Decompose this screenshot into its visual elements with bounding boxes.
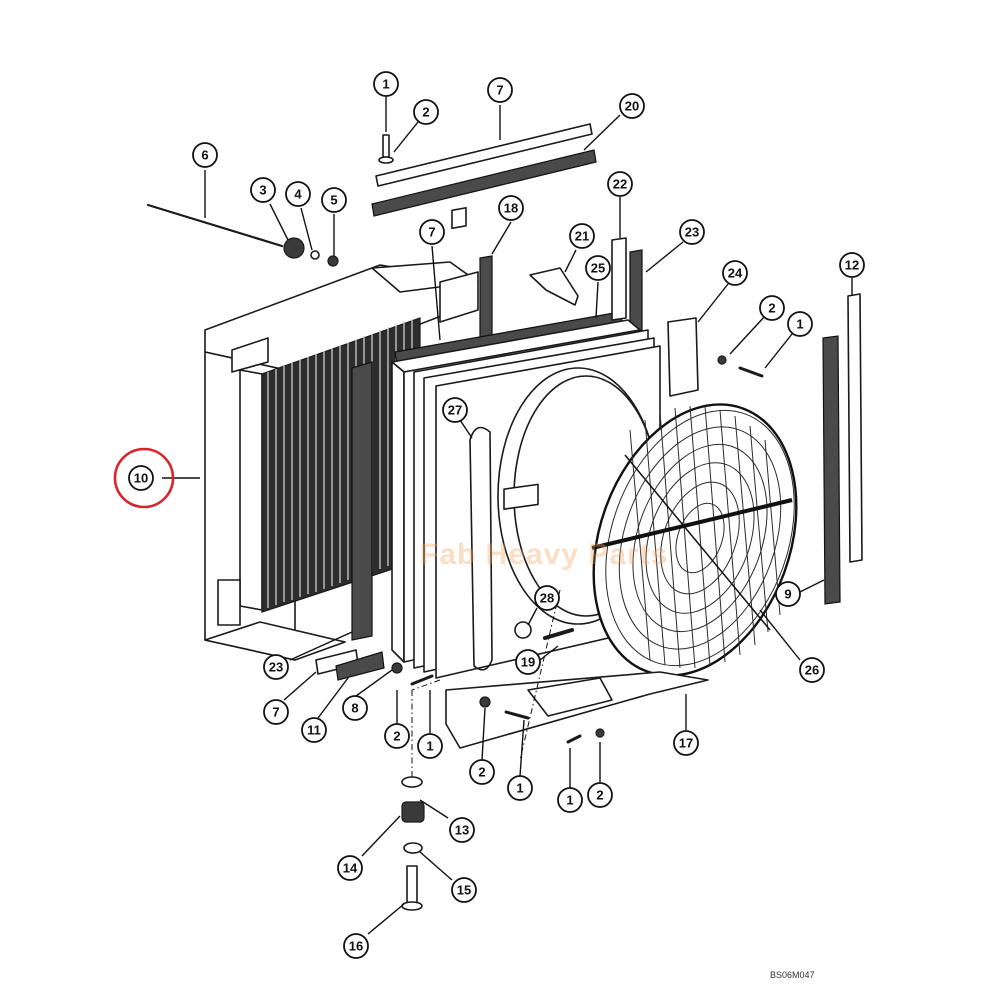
- callout-24[interactable]: 24: [722, 260, 748, 286]
- svg-text:13: 13: [455, 823, 469, 838]
- svg-text:2: 2: [478, 765, 485, 780]
- svg-text:1: 1: [796, 317, 803, 332]
- callout-9[interactable]: 9: [775, 581, 801, 607]
- svg-text:25: 25: [591, 261, 605, 276]
- callout-27[interactable]: 27: [442, 397, 468, 423]
- callout-22[interactable]: 22: [607, 171, 633, 197]
- fasteners: [146, 134, 764, 911]
- callout-1-bottom-b[interactable]: 1: [507, 775, 533, 801]
- watermark-text: Fab Heavy Parts: [420, 538, 669, 571]
- fan-guard: [591, 403, 798, 677]
- svg-text:21: 21: [575, 229, 589, 244]
- callout-3[interactable]: 3: [250, 177, 276, 203]
- lower-mount-bracket: [445, 671, 709, 749]
- svg-text:22: 22: [613, 177, 627, 192]
- reference-code: BS06M047: [770, 970, 815, 980]
- fan-guard-grid: [629, 405, 781, 669]
- svg-text:8: 8: [351, 701, 358, 716]
- callout-7-mid[interactable]: 7: [419, 219, 445, 245]
- svg-text:19: 19: [521, 655, 535, 670]
- svg-text:23: 23: [685, 225, 699, 240]
- callout-21[interactable]: 21: [569, 223, 595, 249]
- callout-2-bottom-a[interactable]: 2: [384, 723, 410, 749]
- callout-7-bottom[interactable]: 7: [263, 699, 289, 725]
- svg-text:4: 4: [294, 187, 302, 202]
- svg-text:2: 2: [393, 729, 400, 744]
- leader-lines: [162, 96, 853, 935]
- svg-text:1: 1: [516, 781, 523, 796]
- callout-8[interactable]: 8: [342, 695, 368, 721]
- svg-text:1: 1: [566, 793, 573, 808]
- svg-text:9: 9: [784, 587, 791, 602]
- callout-2-right[interactable]: 2: [759, 295, 785, 321]
- svg-text:1: 1: [426, 739, 433, 754]
- fan-shroud: [391, 319, 661, 679]
- svg-text:2: 2: [596, 788, 603, 803]
- callout-1-right[interactable]: 1: [787, 311, 813, 337]
- svg-text:5: 5: [330, 193, 337, 208]
- callout-12[interactable]: 12: [839, 252, 865, 278]
- callouts: 1 2 7 20 6 3 4 5 7 18 21 22 23 25 24 2 1…: [113, 71, 865, 959]
- svg-text:12: 12: [845, 258, 859, 273]
- svg-text:7: 7: [272, 705, 279, 720]
- svg-text:1: 1: [382, 77, 389, 92]
- callout-17[interactable]: 17: [673, 730, 699, 756]
- svg-text:24: 24: [728, 266, 743, 281]
- callout-11[interactable]: 11: [301, 717, 327, 743]
- callout-25[interactable]: 25: [585, 255, 611, 281]
- callout-2-bottom-b[interactable]: 2: [469, 759, 495, 785]
- callout-28[interactable]: 28: [534, 585, 560, 611]
- callout-2-top[interactable]: 2: [413, 99, 439, 125]
- svg-text:6: 6: [201, 148, 208, 163]
- callout-23-top[interactable]: 23: [679, 219, 705, 245]
- centre-lines: [411, 589, 561, 780]
- svg-text:7: 7: [496, 83, 503, 98]
- svg-text:16: 16: [349, 939, 363, 954]
- svg-text:28: 28: [540, 591, 554, 606]
- callout-26[interactable]: 26: [799, 657, 825, 683]
- svg-text:10: 10: [134, 471, 148, 486]
- gasket-strips: [315, 123, 863, 681]
- svg-text:2: 2: [768, 301, 775, 316]
- callout-20[interactable]: 20: [619, 93, 645, 119]
- svg-text:17: 17: [679, 736, 693, 751]
- svg-text:11: 11: [307, 723, 321, 738]
- callout-4[interactable]: 4: [285, 181, 311, 207]
- svg-text:23: 23: [269, 660, 283, 675]
- svg-text:15: 15: [457, 883, 471, 898]
- callout-18[interactable]: 18: [498, 195, 524, 221]
- callout-1-bottom-c[interactable]: 1: [557, 787, 583, 813]
- callout-23-bottom[interactable]: 23: [263, 654, 289, 680]
- callout-14[interactable]: 14: [337, 855, 363, 881]
- callout-2-bottom-c[interactable]: 2: [587, 782, 613, 808]
- svg-text:3: 3: [259, 183, 266, 198]
- svg-text:20: 20: [625, 99, 639, 114]
- callout-6[interactable]: 6: [192, 142, 218, 168]
- callout-15[interactable]: 15: [451, 877, 477, 903]
- svg-text:2: 2: [422, 105, 429, 120]
- svg-text:27: 27: [448, 403, 462, 418]
- svg-text:18: 18: [504, 201, 518, 216]
- callout-16[interactable]: 16: [343, 933, 369, 959]
- callout-13[interactable]: 13: [449, 817, 475, 843]
- callout-7-top[interactable]: 7: [487, 77, 513, 103]
- callout-1-bottom-a[interactable]: 1: [417, 733, 443, 759]
- highlight-ring: [113, 447, 175, 509]
- svg-text:26: 26: [805, 663, 819, 678]
- svg-text:14: 14: [343, 861, 358, 876]
- callout-1-top[interactable]: 1: [373, 71, 399, 97]
- callout-10-highlighted[interactable]: 10: [113, 447, 175, 509]
- callout-5[interactable]: 5: [321, 187, 347, 213]
- callout-19[interactable]: 19: [515, 649, 541, 675]
- svg-text:7: 7: [428, 225, 435, 240]
